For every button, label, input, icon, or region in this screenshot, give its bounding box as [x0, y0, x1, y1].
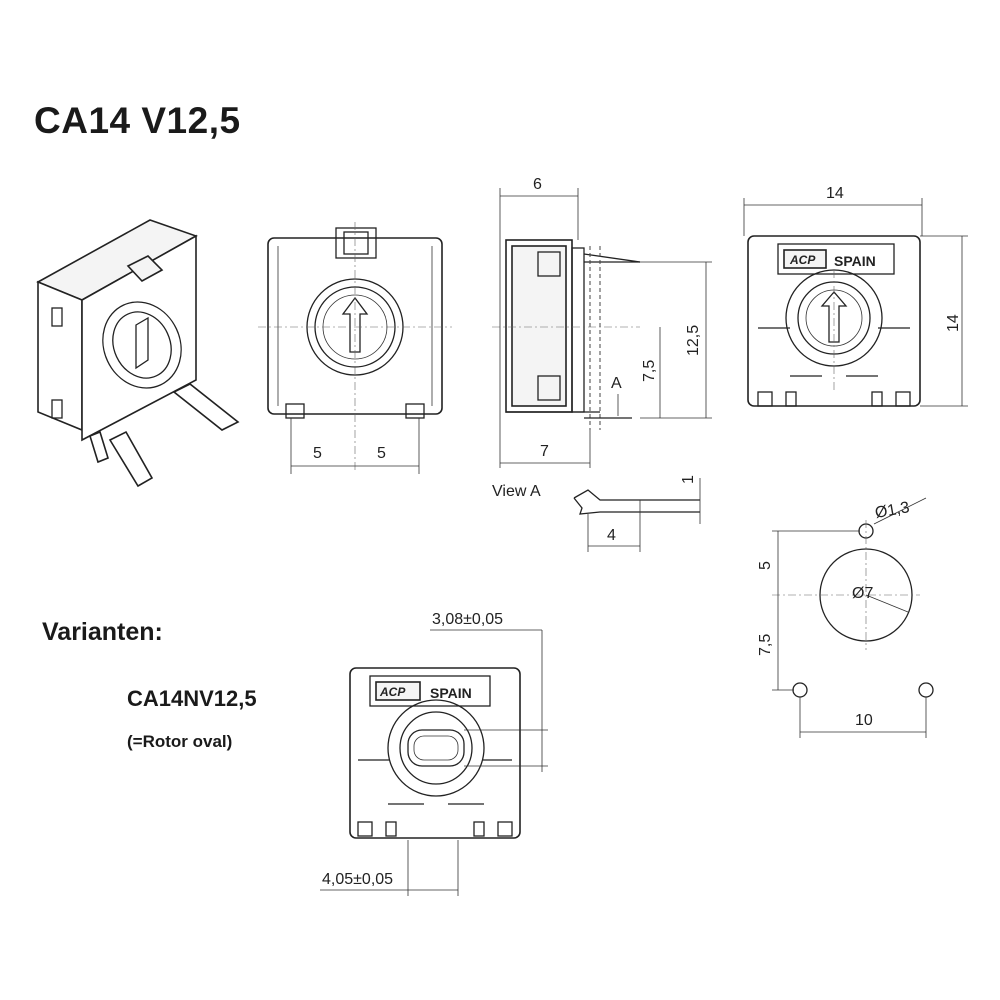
isometric-view — [36, 219, 240, 488]
front-pitch-right: 5 — [377, 445, 386, 462]
oval-offset: 4,05±0,05 — [322, 871, 393, 888]
back-view: ACP SPAIN 14 14 — [743, 185, 968, 407]
front-pitch-left: 5 — [313, 445, 322, 462]
front-view: 5 5 — [258, 222, 452, 474]
hole-diameter: Ø1,3 — [874, 499, 911, 522]
variants-heading: Varianten: — [42, 618, 163, 646]
pattern-top: 5 — [757, 561, 774, 570]
back-width: 14 — [826, 185, 844, 202]
side-depth-top: 6 — [533, 176, 542, 193]
hole-pattern: Ø1,3 Ø7 5 7,5 10 — [757, 497, 934, 738]
view-a-detail: View A 4 1 — [492, 475, 701, 552]
acp-logo — [783, 249, 827, 269]
view-a-label: View A — [492, 483, 541, 500]
variant-logo-text: ACP — [379, 685, 406, 699]
side-height: 12,5 — [685, 325, 702, 356]
side-view: 6 7 12,5 7,5 A — [492, 176, 712, 468]
drawing-title: CA14 V12,5 — [34, 100, 241, 141]
side-depth-bottom: 7 — [540, 443, 549, 460]
back-height: 14 — [945, 314, 962, 332]
pattern-width: 10 — [855, 712, 873, 729]
oval-width: 3,08±0,05 — [432, 611, 503, 628]
brand-label: SPAIN — [834, 253, 876, 269]
view-a-width: 4 — [607, 527, 616, 544]
view-a-thickness: 1 — [680, 475, 697, 484]
variant-brand-label: SPAIN — [430, 685, 472, 701]
variant-note: (=Rotor oval) — [127, 732, 233, 751]
center-diameter: Ø7 — [852, 585, 873, 602]
section-a-label: A — [611, 375, 622, 392]
variant-name: CA14NV12,5 — [127, 686, 257, 711]
pattern-bottom: 7,5 — [757, 634, 774, 656]
side-mid-height: 7,5 — [641, 360, 658, 382]
acp-logo-text: ACP — [789, 253, 816, 267]
variant-view: ACP SPAIN 3,08±0,05 4,05±0,05 — [320, 611, 548, 896]
